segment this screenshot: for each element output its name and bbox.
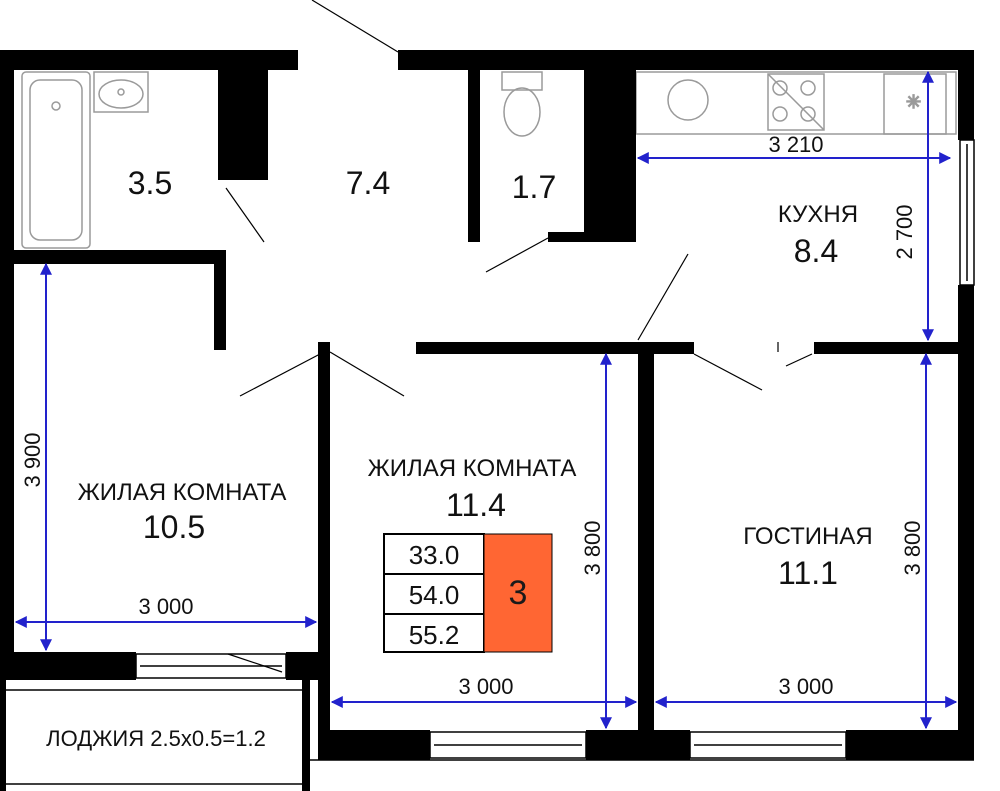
dim-bedroom-middle-depth: 3 800 [580,520,605,575]
toilet-icon [501,71,543,137]
area-summary-table: 33.0 54.0 55.2 3 [383,533,553,653]
bedroom-left-name: ЖИЛАЯ КОМНАТА [78,479,287,506]
bedroom-middle-name: ЖИЛАЯ КОМНАТА [368,455,577,482]
kitchen-area: 8.4 [794,233,838,269]
hall-area: 7.4 [346,165,390,201]
walls [0,50,974,791]
loggia [6,689,974,785]
bedroom-middle-area: 11.4 [446,487,506,523]
total-area: 54.0 [409,580,460,610]
windows [135,139,975,759]
dim-living-depth: 3 800 [900,520,925,575]
living-area: 11.1 [778,555,838,591]
room-labels: 3.5 7.4 1.7 КУХНЯ 8.4 ЖИЛАЯ КОМНАТА 10.5… [46,165,873,751]
svg-text:✳: ✳ [906,92,921,112]
loggia-label: ЛОДЖИЯ 2.5х0.5=1.2 [46,726,266,751]
rooms-count: 3 [509,574,528,612]
dim-bedroom-middle-width: 3 000 [458,674,513,699]
wc-area: 1.7 [512,169,556,205]
kitchen-name: КУХНЯ [778,201,858,228]
bathtub-icon [21,71,91,249]
dimension-labels: 3 210 2 700 3 900 3 000 3 800 3 000 3 80… [20,132,925,699]
dim-bedroom-left-depth: 3 900 [20,432,45,487]
doors [225,0,813,673]
rooms-count-badge [483,533,553,653]
dim-kitchen-width: 3 210 [768,132,823,157]
washbasin-icon [93,71,149,113]
kitchen-counter-icon: ✳ [635,71,957,135]
bedroom-left-area: 10.5 [143,509,205,545]
dim-living-width: 3 000 [778,674,833,699]
total-area-with-loggia: 55.2 [409,620,460,650]
bathroom-area: 3.5 [128,165,172,201]
dimension-lines [14,70,958,730]
living-area-total: 33.0 [409,540,460,570]
living-name: ГОСТИНАЯ [743,523,872,550]
dim-bedroom-left-width: 3 000 [138,594,193,619]
dim-kitchen-depth: 2 700 [892,204,917,259]
